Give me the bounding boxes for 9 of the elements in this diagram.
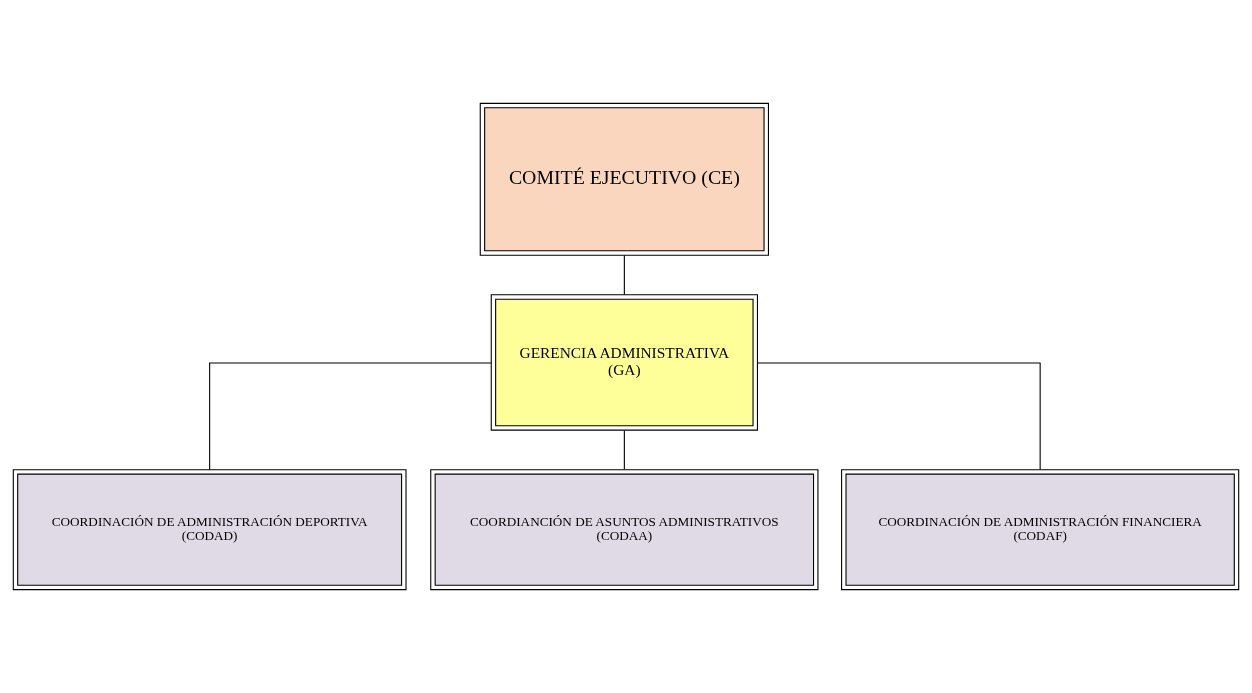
connector — [757, 362, 1041, 471]
connector — [623, 254, 625, 296]
node-box: COORDINACIÓN DE ADMINISTRACIÓN FINANCIERA (CODAF) — [841, 469, 1240, 591]
connector — [209, 362, 492, 471]
node-box: COMITÉ EJECUTIVO (CE) — [479, 102, 769, 256]
node-box: COORDINACIÓN DE ADMINISTRACIÓN DEPORTIVA (CODAD) — [12, 469, 407, 591]
connector — [623, 429, 625, 470]
node-box: GERENCIA ADMINISTRATIVA (GA) — [490, 294, 758, 431]
node-box: COORDIANCIÓN DE ASUNTOS ADMINISTRATIVOS (CODAA) — [430, 469, 819, 591]
